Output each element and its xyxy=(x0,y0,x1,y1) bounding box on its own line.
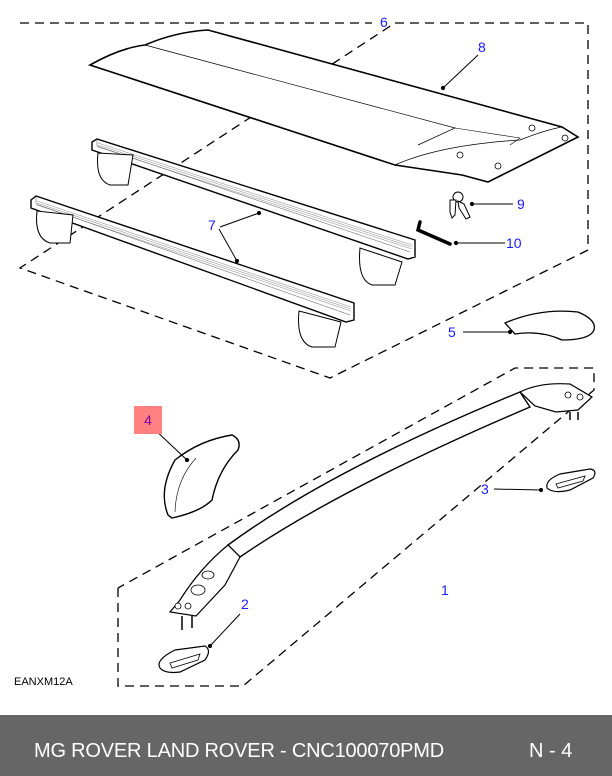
group-1-boundary xyxy=(117,367,595,687)
callout-3[interactable]: 3 xyxy=(481,481,489,497)
keys-drawing xyxy=(449,191,471,220)
wind-deflector-drawing xyxy=(88,29,580,183)
roof-rail-drawing xyxy=(168,383,593,630)
callout-2[interactable]: 2 xyxy=(241,596,249,612)
gasket-rear-drawing xyxy=(546,468,596,493)
callout-5[interactable]: 5 xyxy=(448,324,456,340)
rear-end-cover-drawing xyxy=(503,310,596,341)
footer-page-number: N - 4 xyxy=(529,740,573,762)
group-6-boundary xyxy=(18,22,589,379)
front-end-cover-drawing xyxy=(163,434,240,519)
callout-9[interactable]: 9 xyxy=(517,196,525,212)
hex-key-drawing xyxy=(415,220,452,246)
callout-4-highlighted[interactable]: 4 xyxy=(134,406,162,434)
callout-1[interactable]: 1 xyxy=(441,582,449,598)
exploded-view-drawing xyxy=(18,22,596,687)
callout-7[interactable]: 7 xyxy=(208,217,216,233)
callout-10[interactable]: 10 xyxy=(506,235,522,251)
cross-bar-front-drawing xyxy=(30,195,355,348)
cross-bar-rear-drawing xyxy=(91,138,416,286)
gasket-front-drawing xyxy=(158,645,210,674)
diagram-reference-code: EANXM12A xyxy=(14,676,73,688)
footer-title: MG ROVER LAND ROVER - CNC100070PMD xyxy=(34,740,444,762)
callout-6[interactable]: 6 xyxy=(380,14,388,30)
parts-diagram: 6 8 7 9 10 5 4 3 1 2 EANXM12A xyxy=(14,14,596,688)
footer-bar: MG ROVER LAND ROVER - CNC100070PMD N - 4 xyxy=(0,715,612,776)
callout-8[interactable]: 8 xyxy=(478,39,486,55)
